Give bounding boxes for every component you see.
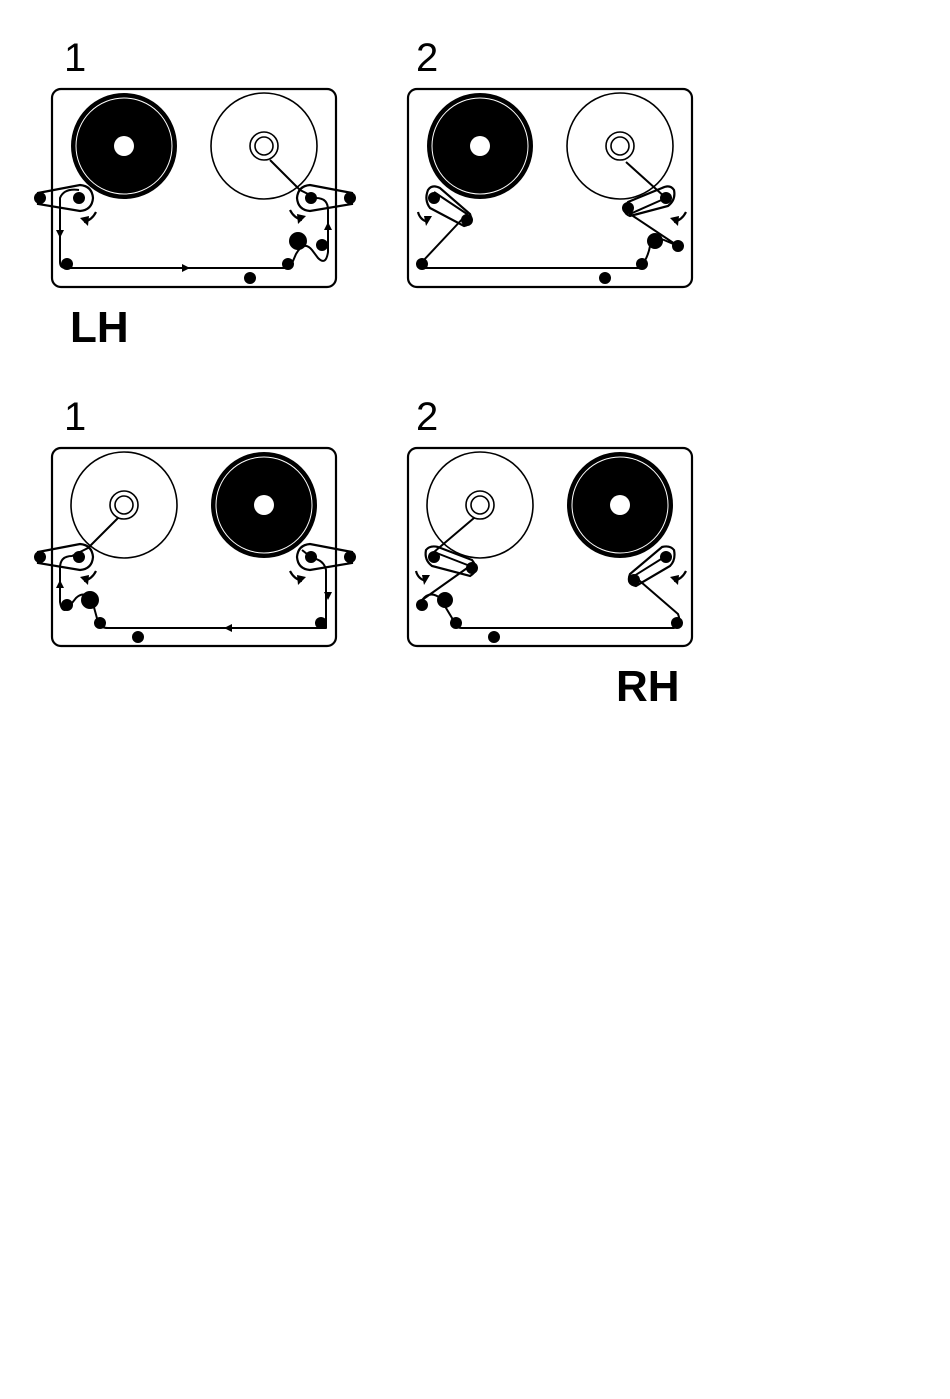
rh-step-1-number: 1: [64, 395, 86, 439]
full-reel: [71, 93, 177, 199]
lh-label: LH: [70, 303, 129, 352]
rh-step-2-panel: [408, 448, 692, 646]
lh-step-1-panel: [34, 89, 356, 287]
full-reel: [567, 452, 673, 558]
lh-step-2-number: 2: [416, 36, 438, 80]
rh-step-1-panel: [34, 448, 356, 646]
empty-reel: [71, 452, 177, 558]
empty-reel: [427, 452, 533, 558]
lh-step-1-number: 1: [64, 36, 86, 80]
full-reel: [211, 452, 317, 558]
empty-reel: [211, 93, 317, 199]
rh-label: RH: [616, 662, 680, 711]
empty-reel: [567, 93, 673, 199]
rh-step-2-number: 2: [416, 395, 438, 439]
lh-step-2-panel: [408, 89, 692, 287]
full-reel: [427, 93, 533, 199]
